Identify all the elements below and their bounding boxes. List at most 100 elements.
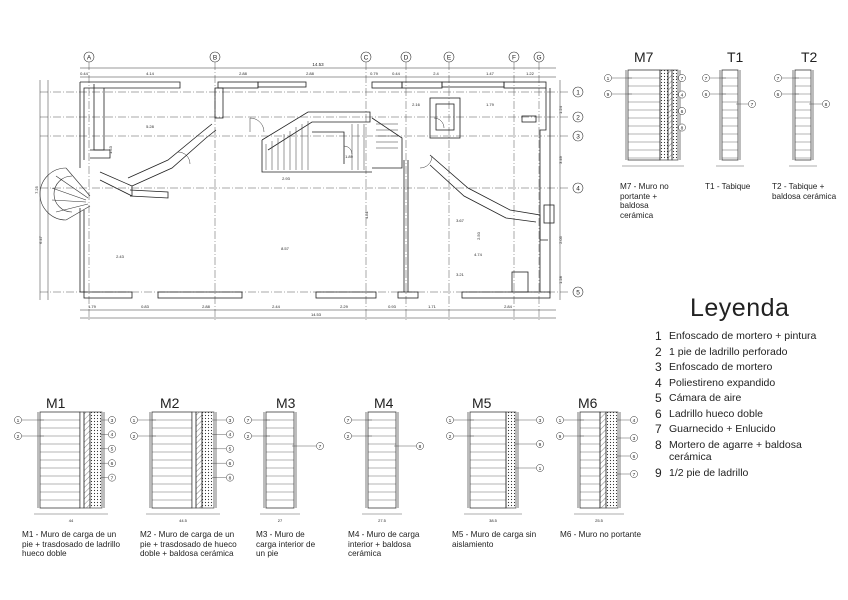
dim-top: 2.88 (239, 71, 248, 76)
dim-left-total: 7.25 (34, 185, 39, 194)
legend-item: 4 Poliestireno expandido (655, 375, 845, 390)
callout-bubble (630, 434, 638, 442)
section-caption-t1: T1 - Tabique (705, 182, 751, 191)
callout-bubble (14, 416, 22, 424)
callout-bubble (344, 416, 352, 424)
floor-plan: A B C D E F G 1 2 3 4 5 14.53 0. (34, 51, 584, 322)
callout-number: 4 (633, 418, 636, 424)
callout-number: 1 (539, 466, 542, 472)
callout-bubble (678, 90, 686, 99)
legend-item: 7 Guarnecido + Enlucido (655, 423, 845, 436)
svg-text:4: 4 (576, 186, 580, 193)
callout-bubble (630, 470, 638, 478)
legend-text: 1/2 pie de ladrillo (669, 466, 749, 479)
svg-text:D: D (404, 55, 409, 62)
wall-layer-dots (605, 411, 619, 509)
dim-inner: 4.74 (474, 252, 483, 257)
brick-layer (721, 69, 739, 161)
section-width: 44 (69, 518, 74, 523)
callout-bubble (226, 459, 234, 468)
dim-bottom: 2.88 (202, 304, 211, 309)
dim-inner: 4.81 (364, 210, 369, 219)
legend-text: Cámara de aire (669, 392, 742, 404)
dim-bottom: 2.29 (340, 304, 349, 309)
legend-number: 1 (655, 329, 662, 343)
legend-number: 4 (655, 375, 662, 390)
callout-bubble (130, 416, 138, 424)
axis-bubble-2: 2 (572, 111, 584, 123)
section-width: 27 (278, 518, 283, 523)
dim-top: 2.4 (433, 71, 439, 76)
axis-bubble-g: G (533, 51, 545, 63)
callout-number: 8 (681, 125, 684, 131)
dim-bottom: 1.71 (428, 304, 437, 309)
legend-number: 5 (655, 391, 662, 405)
axis-bubble-b: B (209, 51, 221, 63)
callout-bubble (678, 107, 686, 115)
callout-number: 1 (449, 418, 452, 424)
dim-top: 0.44 (80, 71, 89, 76)
section-caption-t2: T2 - Tabique + baldosa cerámica (772, 182, 837, 201)
callout-number: 8 (229, 475, 232, 481)
legend-text: Enfoscado de mortero + pintura (669, 330, 817, 342)
wall-sections: M7197468T1767T2768M1441234567M244.512345… (14, 49, 830, 523)
section-caption-m6: M6 - Muro no portante (560, 530, 642, 539)
callout-number: 2 (247, 434, 250, 440)
callout-bubble (226, 430, 234, 439)
legend-title: Leyenda (690, 294, 790, 322)
callout-number: 1 (17, 418, 20, 424)
callout-number: 6 (229, 461, 232, 467)
dim-inner: 3.67 (456, 218, 465, 223)
callout-bubble (702, 74, 710, 82)
callout-bubble (536, 440, 544, 448)
legend-text: Guarnecido + Enlucido (669, 423, 776, 435)
callout-number: 6 (705, 92, 708, 98)
svg-text:G: G (536, 55, 541, 62)
callout-number: 3 (539, 418, 542, 424)
callout-number: 9 (559, 434, 562, 440)
svg-text:B: B (213, 55, 217, 62)
legend-number: 7 (655, 422, 662, 436)
axis-bubble-5: 5 (572, 286, 584, 298)
legend-text: Mortero de agarre + baldosa cerámica (669, 438, 802, 464)
callout-bubble (344, 432, 352, 440)
section-caption-m4: M4 - Muro de carga interior + baldosa ce… (348, 530, 420, 558)
wall-layer-blank (191, 411, 197, 509)
callout-number: 7 (751, 102, 754, 108)
callout-bubble (774, 74, 782, 82)
callout-number: 6 (681, 109, 684, 115)
section-title: M7 (634, 49, 654, 65)
axis-bubble-4: 4 (572, 182, 584, 194)
callout-bubble (244, 432, 252, 440)
wall-layer-dots (659, 69, 669, 161)
dim-inner: 5.28 (146, 124, 155, 129)
callout-bubble (678, 74, 686, 82)
dim-top: 1.47 (486, 71, 495, 76)
callout-number: 4 (111, 432, 114, 438)
dim-inner: 1.24 (558, 105, 563, 114)
brick-layer (794, 69, 812, 161)
dim-inner: 8.57 (281, 246, 290, 251)
callout-number: 5 (229, 447, 232, 453)
door-swings (177, 117, 445, 169)
legend-text: Poliestireno expandido (669, 376, 776, 389)
axis-bubble-d: D (400, 51, 412, 63)
svg-text:3: 3 (576, 134, 580, 141)
callout-bubble (630, 416, 638, 424)
callout-number: 7 (705, 76, 708, 82)
wall-layer-dots (89, 411, 103, 509)
spiral-stair (39, 167, 91, 221)
section-width: 25.5 (595, 518, 604, 523)
section-title: M5 (472, 395, 492, 411)
dimension-lines (39, 67, 561, 319)
callout-number: 9 (539, 442, 542, 448)
callout-number: 7 (111, 475, 114, 481)
section-width: 44.5 (179, 518, 188, 523)
